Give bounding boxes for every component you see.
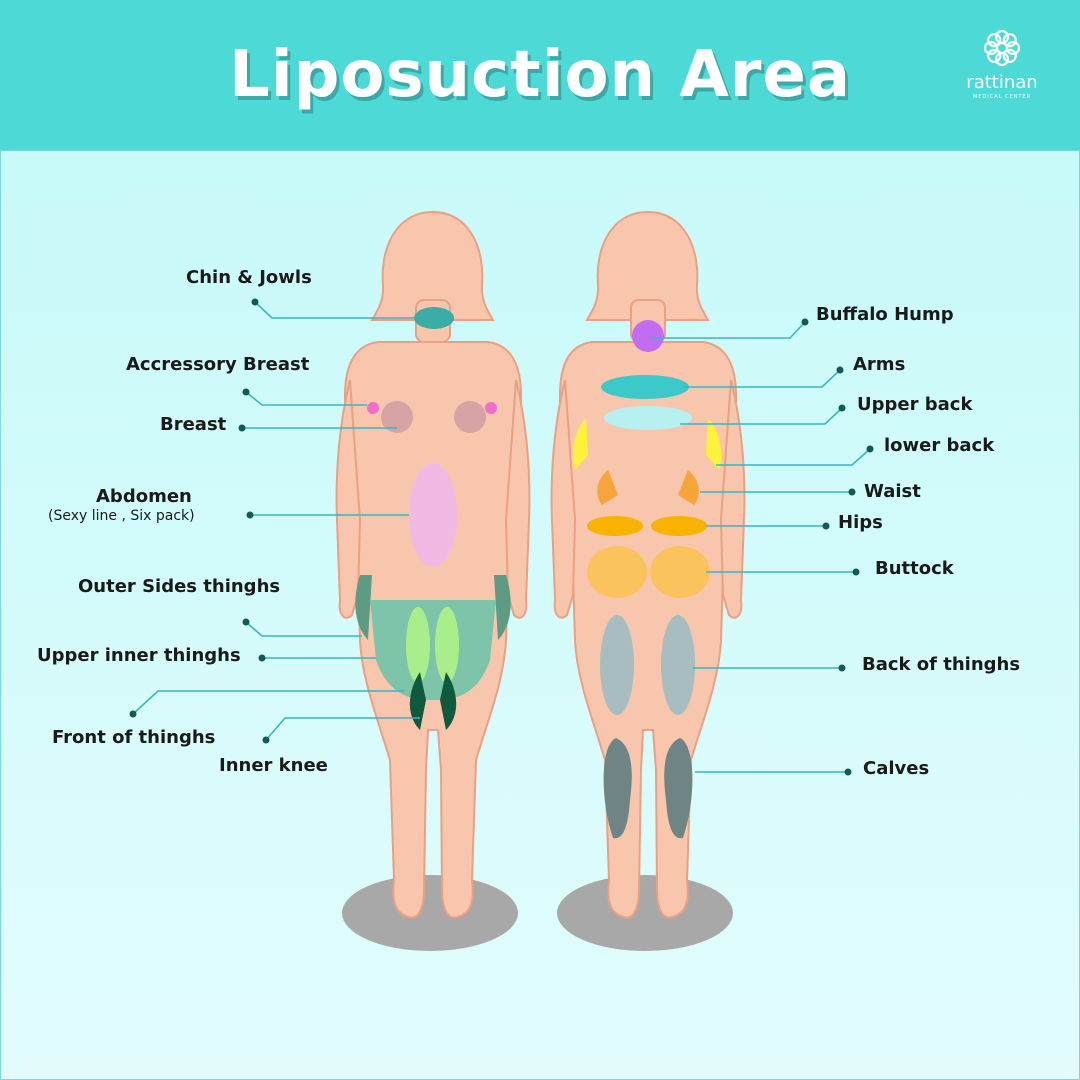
area-chin xyxy=(414,307,454,329)
label-hips: Hips xyxy=(838,512,883,533)
area-accessory-breast-left xyxy=(367,402,379,414)
front-floor-shadow xyxy=(342,875,518,951)
area-upper-back xyxy=(604,406,692,430)
dot-buffalo-hump xyxy=(801,318,809,326)
dot-chin xyxy=(251,298,259,306)
leader-inner-knee xyxy=(265,717,420,741)
back-floor-shadow xyxy=(557,875,733,951)
flower-logo-icon xyxy=(983,29,1021,67)
label-waist: Waist xyxy=(864,481,921,502)
dot-inner-knee xyxy=(262,736,270,744)
brand-logo: rattinan MEDICAL CENTER xyxy=(952,28,1052,100)
leader-buffalo-hump xyxy=(650,321,806,339)
area-front-thigh-right xyxy=(435,607,459,683)
label-front-thighs: Front of thinghs xyxy=(52,727,216,748)
area-buffalo-hump xyxy=(632,320,664,352)
area-breast-left xyxy=(381,401,413,433)
label-back-thighs: Back of thinghs xyxy=(862,654,1021,675)
leader-arms xyxy=(684,369,841,388)
dot-arms xyxy=(836,366,844,374)
area-buttock-right xyxy=(650,546,710,598)
label-outer-thighs: Outer Sides thinghs xyxy=(78,576,281,597)
dot-lower-back xyxy=(866,445,874,453)
leader-outer-thighs xyxy=(245,621,362,637)
page-title: Liposuction Area xyxy=(228,38,852,112)
area-hips-left xyxy=(587,516,643,536)
area-arms xyxy=(601,375,689,399)
dot-waist xyxy=(848,488,856,496)
front-left-arm xyxy=(335,379,362,619)
leader-lower-back xyxy=(716,448,871,466)
label-accessory-breast: Accressory Breast xyxy=(126,354,310,375)
area-calf-left xyxy=(603,738,632,839)
area-lower-back-left xyxy=(572,418,588,470)
front-leader-lines xyxy=(132,301,420,741)
area-upper-inner-thighs xyxy=(370,600,496,700)
area-front-thigh-left xyxy=(406,607,430,683)
leader-upper-back xyxy=(680,407,843,425)
area-lower-back-right xyxy=(706,418,722,470)
area-calf-right xyxy=(664,738,693,839)
label-lower-back: lower back xyxy=(884,435,995,456)
area-back-thigh-left xyxy=(600,615,634,715)
back-left-arm xyxy=(550,379,577,619)
dot-calves xyxy=(844,768,852,776)
leader-accessory-breast xyxy=(245,391,367,406)
dot-breast xyxy=(238,424,246,432)
front-right-arm xyxy=(504,379,531,619)
brand-name: rattinan xyxy=(966,72,1038,93)
back-leader-dots xyxy=(801,318,874,776)
front-leader-dots xyxy=(129,298,270,744)
leader-front-thighs xyxy=(132,690,404,715)
label-upper-inner-thighs: Upper inner thinghs xyxy=(37,645,241,666)
area-back-thigh-right xyxy=(661,615,695,715)
dot-buttock xyxy=(852,568,860,576)
brand-subtitle: MEDICAL CENTER xyxy=(972,94,1032,100)
dot-accessory-breast xyxy=(242,388,250,396)
area-outer-thigh-right xyxy=(494,575,511,640)
dot-back-thighs xyxy=(838,664,846,672)
area-abdomen xyxy=(409,463,457,567)
dot-outer-thighs xyxy=(242,618,250,626)
area-waist-left xyxy=(597,470,618,505)
diagram-canvas xyxy=(0,150,1080,1080)
area-waist-right xyxy=(678,470,699,505)
label-inner-knee: Inner knee xyxy=(219,755,328,776)
back-leader-lines xyxy=(650,321,871,773)
header-banner xyxy=(0,0,1080,150)
area-inner-knee-left xyxy=(409,672,426,730)
area-buttock-left xyxy=(587,546,647,598)
dot-abdomen xyxy=(246,511,254,519)
dot-upper-inner-thighs xyxy=(258,654,266,662)
label-abdomen-sub: (Sexy line , Six pack) xyxy=(48,508,195,524)
area-breast-right xyxy=(454,401,486,433)
back-figure xyxy=(550,210,746,919)
label-buffalo-hump: Buffalo Hump xyxy=(816,304,954,325)
back-right-arm xyxy=(719,379,746,619)
dot-hips xyxy=(822,522,830,530)
label-breast: Breast xyxy=(160,414,227,435)
dot-upper-back xyxy=(838,404,846,412)
leader-chin xyxy=(254,301,414,319)
dot-front-thighs xyxy=(129,710,137,718)
area-accessory-breast-right xyxy=(485,402,497,414)
label-buttock: Buttock xyxy=(875,558,954,579)
label-chin-jowls: Chin & Jowls xyxy=(186,267,312,288)
area-outer-thigh-left xyxy=(355,575,372,640)
area-inner-knee-right xyxy=(440,672,457,730)
label-arms: Arms xyxy=(853,354,906,375)
area-hips-right xyxy=(651,516,707,536)
label-calves: Calves xyxy=(863,758,930,779)
label-upper-back: Upper back xyxy=(857,394,973,415)
label-abdomen: Abdomen xyxy=(96,486,192,507)
